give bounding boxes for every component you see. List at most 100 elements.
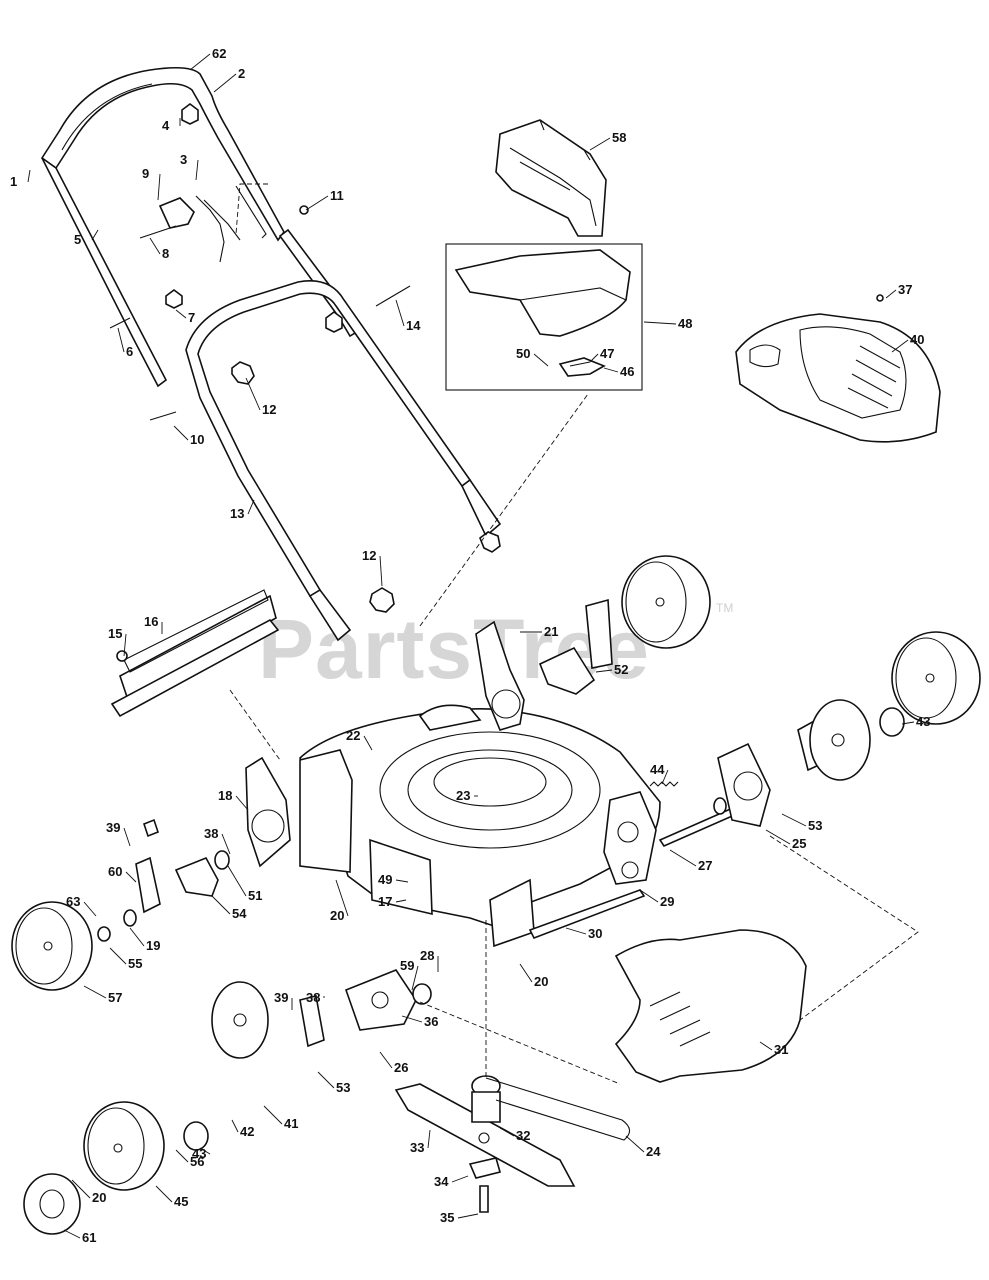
wheel-left-front	[11, 901, 93, 991]
callout-label: 31	[774, 1042, 788, 1057]
callout-leader	[669, 849, 697, 867]
callout-leader	[231, 1119, 239, 1133]
callout-label: 16	[144, 614, 158, 629]
callout-leader	[195, 159, 199, 181]
callout-label: 39	[274, 990, 288, 1005]
callout-label: 1	[10, 174, 17, 189]
blade	[394, 1083, 576, 1187]
callout-leader	[83, 901, 97, 917]
callout-leader	[781, 813, 807, 827]
callout-label: 26	[394, 1060, 408, 1075]
height-adjuster	[245, 756, 291, 868]
callout-label: 44	[650, 762, 665, 777]
callout-leader	[519, 963, 533, 983]
callout-leader	[765, 829, 791, 845]
callout-label: 10	[190, 432, 204, 447]
callout-leader	[149, 237, 161, 255]
callout-label: 62	[212, 46, 226, 61]
callout-label: 38	[204, 826, 218, 841]
callout-leader	[173, 425, 189, 441]
callout-leader	[411, 965, 419, 991]
callout-leader	[603, 367, 619, 373]
callout-label: 23	[456, 788, 470, 803]
drive-shaft	[528, 889, 646, 940]
callout-leader	[91, 229, 99, 241]
callout-label: 61	[82, 1230, 96, 1245]
callout-leader	[71, 1179, 91, 1199]
callout-leader	[891, 339, 909, 353]
callout-leader	[395, 299, 405, 327]
callout-label: 60	[108, 864, 122, 879]
callout-leader	[643, 321, 677, 325]
callout-leader	[379, 555, 383, 587]
wheel-right-front	[891, 631, 981, 725]
callout-leader	[589, 353, 599, 363]
lower-handle	[41, 157, 362, 388]
callout-leader	[129, 927, 145, 947]
callout-label: 33	[410, 1140, 424, 1155]
callout-label: 24	[646, 1144, 661, 1159]
callout-label: 6	[126, 344, 133, 359]
callout-label: 20	[92, 1190, 106, 1205]
callout-label: 59	[400, 958, 414, 973]
callout-leader	[499, 1127, 515, 1137]
callout-leader	[589, 137, 611, 151]
callout-leader	[221, 833, 231, 855]
callout-label: 22	[346, 728, 360, 743]
nut	[299, 205, 309, 215]
engine-cover	[735, 313, 941, 443]
callout-label: 19	[146, 938, 160, 953]
callout-label: 12	[262, 402, 276, 417]
callout-leader	[379, 1051, 393, 1069]
height-lever	[135, 818, 325, 1048]
mulch-plug	[454, 249, 631, 377]
callout-label: 40	[910, 332, 924, 347]
callout-leader	[123, 827, 131, 847]
callout-label: 12	[362, 548, 376, 563]
callout-leader	[247, 499, 255, 515]
bag-frame	[495, 119, 607, 237]
callout-leader	[395, 879, 409, 883]
callout-leader	[175, 309, 187, 319]
callout-leader	[451, 1175, 469, 1183]
callout-label: 8	[162, 246, 169, 261]
callout-leader	[533, 353, 549, 367]
callout-label: 2	[238, 66, 245, 81]
callout-label: 41	[284, 1116, 298, 1131]
callout-leader	[625, 1135, 645, 1153]
callout-leader	[363, 735, 373, 751]
callout-leader	[901, 721, 915, 725]
blade-bolt	[468, 1157, 501, 1213]
callout-label: 58	[612, 130, 626, 145]
hinge-rod	[110, 589, 280, 718]
callout-label: 34	[434, 1174, 449, 1189]
callout-leader	[661, 769, 669, 785]
callout-label: 20	[330, 908, 344, 923]
middle-handle	[185, 280, 502, 642]
callout-label: 21	[544, 624, 558, 639]
callout-leader	[199, 1147, 211, 1155]
callout-label: 56	[190, 1154, 204, 1169]
grass-bag	[614, 929, 807, 1083]
callout-leader	[263, 1105, 283, 1125]
callout-label: 57	[108, 990, 122, 1005]
callout-label: 30	[588, 926, 602, 941]
callout-leader	[427, 1129, 431, 1149]
callout-label: 5	[74, 232, 81, 247]
height-adjuster-rear	[475, 620, 525, 731]
wheel-bracket	[538, 598, 613, 695]
callout-leader	[639, 889, 659, 903]
watermark-trademark: TM	[716, 601, 733, 615]
callout-label: 15	[108, 626, 122, 641]
callout-label: 17	[378, 894, 392, 909]
callout-leader	[565, 927, 587, 935]
callout-leader	[885, 289, 897, 299]
callout-label: 43	[916, 714, 930, 729]
callout-leader	[157, 173, 161, 201]
callout-leader	[595, 669, 613, 673]
blade-adapter	[471, 1075, 501, 1123]
transmission	[603, 791, 657, 885]
callout-label: 52	[614, 662, 628, 677]
callout-label: 43	[192, 1146, 206, 1161]
callout-leader	[63, 1229, 81, 1239]
